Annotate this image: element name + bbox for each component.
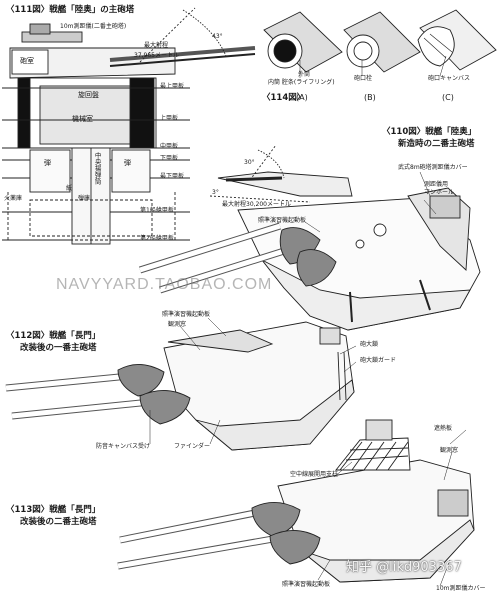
fig110-max-range: 最大射程30,200メートル [222,201,291,208]
fig112-guard-2: 砲大鎖ガード [360,357,397,364]
fig114-sub-c: (C) [442,93,454,102]
fig112-caption-line1: 〈112図〉戦艦「長門」 [6,331,101,341]
fig111-max-range-label: 37,965メートル [134,52,179,59]
fig111-upper-deck-1: 最上甲板 [160,83,185,90]
fig111-machinery-label: 機械室 [72,115,93,123]
fig111-gun-room-label: 砲室 [20,57,34,65]
fig110-caption-line2: 新造時の二番主砲塔 [398,139,475,149]
fig114-sub-a: (A) [296,93,308,102]
fig111-cross-section [2,7,256,245]
fig111-hold-2: 第2船艙甲板 [140,235,174,242]
fig111-shell-left: 弾 [44,159,51,167]
fig113-window-label: 観測窓 [440,447,459,454]
fig111-shell-right: 弾 [124,159,131,167]
fig110-elev-angle: 30° [244,159,255,166]
fig110-manhole-2: マンホール [424,189,455,196]
fig112-finder-label: ファインダー [174,443,211,450]
fig111-elev-angle: 43° [212,33,223,40]
fig111-lower-deck: 下甲板 [160,155,179,162]
fig111-hold-1: 第1船艙甲板 [140,207,174,214]
fig113-caption-line1: 〈113図〉戦艦「長門」 [6,505,101,515]
fig114-label-b: 砲口栓 [354,75,373,82]
fig114-label-a2: 内筒 腔条(ライフリング) [268,79,335,86]
fig110-turret [138,144,481,331]
fig114-caption: 〈114図〉 [262,93,306,103]
leader-lines [149,55,467,587]
fig114-muzzles [263,9,497,73]
fig112-caption-line2: 改装後の一番主砲塔 [20,343,97,353]
fig111-shell-room: 弾庫 [78,195,91,202]
fig111-spin-room-label: 旋回盤 [78,91,99,99]
fig110-small-angle: 3° [212,189,219,196]
fig113-rf-cover-label: 10m測距儀カバー [436,585,486,592]
fig114-sub-b: (B) [364,93,376,102]
fig111-magazine-label: 火薬庫 [4,195,23,202]
fig111-middle-deck: 中甲板 [160,143,179,150]
fig111-upper-deck-2: 上甲板 [160,115,179,122]
fig110-caption-line1: 〈110図〉戦艦「陸奥」 [382,127,477,137]
fig112-guard-1: 砲大鎖 [360,341,379,348]
fig113-platform-label: 空中線展開用支柱 [290,471,339,478]
fig112-observe-label: 観測窓 [168,321,187,328]
fig114-label-a1: 外筒 [298,71,311,78]
fig111-max-elev-label: 最大射程 [144,42,169,49]
fig110-periscope-label: 照準演習機起動板 [258,217,307,224]
credit-watermark: 知乎 @likd903367 [346,560,462,575]
fig113-sight-label: 遮熱板 [434,425,453,432]
fig111-rangefinder-label: 10m測距儀(二番主砲塔) [60,23,127,30]
fig112-turret [5,321,355,451]
fig110-rf-cover: 武式8m砲塔測距儀カバー [398,164,468,171]
fig110-manhole-1: 測距儀用 [424,181,449,188]
fig111-central-shaft: 中央揚弾筒 [93,152,102,185]
fig113-caption-line2: 改装後の二番主砲塔 [20,517,97,527]
fig111-caption: 〈111図〉戦艦「陸奥」の主砲塔 [6,5,135,15]
fig112-periscope-label: 照準演習機起動板 [162,311,211,318]
fig112-blast-bag-label: 防音キャンバス受け [96,443,151,450]
fig113-turret [117,419,475,583]
fig111-lowermost-deck: 最下甲板 [160,173,185,180]
fig111-room-mark: 紙 [66,185,73,192]
fig114-label-c: 砲口キャンバス [428,75,471,82]
fig113-periscope-label: 照準演習機起動板 [282,581,331,588]
watermark: NAVYYARD.TAOBAO.COM [56,276,273,293]
